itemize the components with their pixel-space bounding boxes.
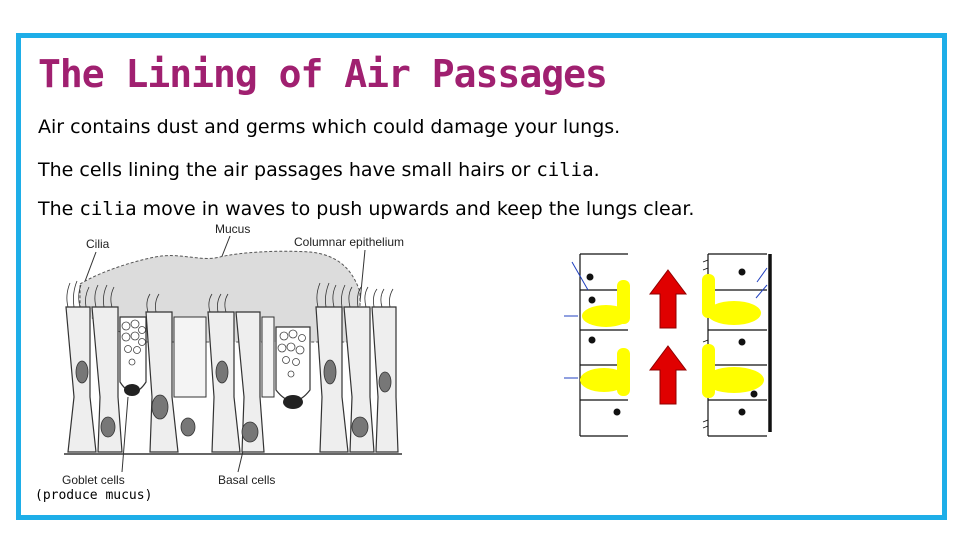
upward-arrow-icon: [649, 345, 687, 405]
cilia-hairs: [66, 280, 394, 313]
epithelium-diagram: Cilia Mucus Columnar epithelium Goblet c…: [62, 222, 404, 487]
text-line-cilia: The cells lining the air passages have s…: [38, 159, 600, 181]
text-line-waves-before: The: [38, 198, 80, 220]
cilia-term: cilia: [79, 198, 137, 220]
cell-nuclei: [75, 359, 392, 443]
label-goblet-cells: Goblet cells: [62, 473, 125, 487]
text-line-cilia-after: .: [593, 159, 600, 181]
label-mucus: Mucus: [215, 222, 250, 236]
goblet-cell: [275, 326, 311, 409]
cilia-motion-diagram: [564, 253, 772, 437]
direction-arrow-icon: [564, 261, 768, 379]
cilia-term: cilia: [536, 159, 594, 181]
label-basal-cells: Basal cells: [218, 473, 275, 487]
right-nuclei: [738, 268, 758, 416]
cilia-markers: [580, 274, 764, 398]
columnar-cells: [65, 306, 399, 453]
mucus-cell: [261, 316, 275, 398]
slide-frame: [16, 33, 947, 520]
left-nuclei: [586, 273, 621, 416]
text-line-dust: Air contains dust and germs which could …: [38, 116, 620, 138]
goblet-caption: (produce mucus): [35, 488, 153, 503]
mucus-cell: [173, 316, 207, 398]
goblet-cell: [119, 316, 147, 396]
text-line-cilia-before: The cells lining the air passages have s…: [38, 159, 537, 181]
text-line-dust-text: Air contains dust and germs which could …: [38, 116, 621, 138]
right-cell-column: [707, 253, 767, 437]
text-line-waves: The cilia move in waves to push upwards …: [38, 198, 694, 220]
text-line-waves-after: move in waves to push upwards and keep t…: [136, 198, 695, 220]
label-cilia: Cilia: [86, 237, 110, 251]
upward-arrow-icon: [649, 269, 687, 329]
label-columnar-epithelium: Columnar epithelium: [294, 235, 404, 249]
slide-title: The Lining of Air Passages: [38, 52, 608, 96]
